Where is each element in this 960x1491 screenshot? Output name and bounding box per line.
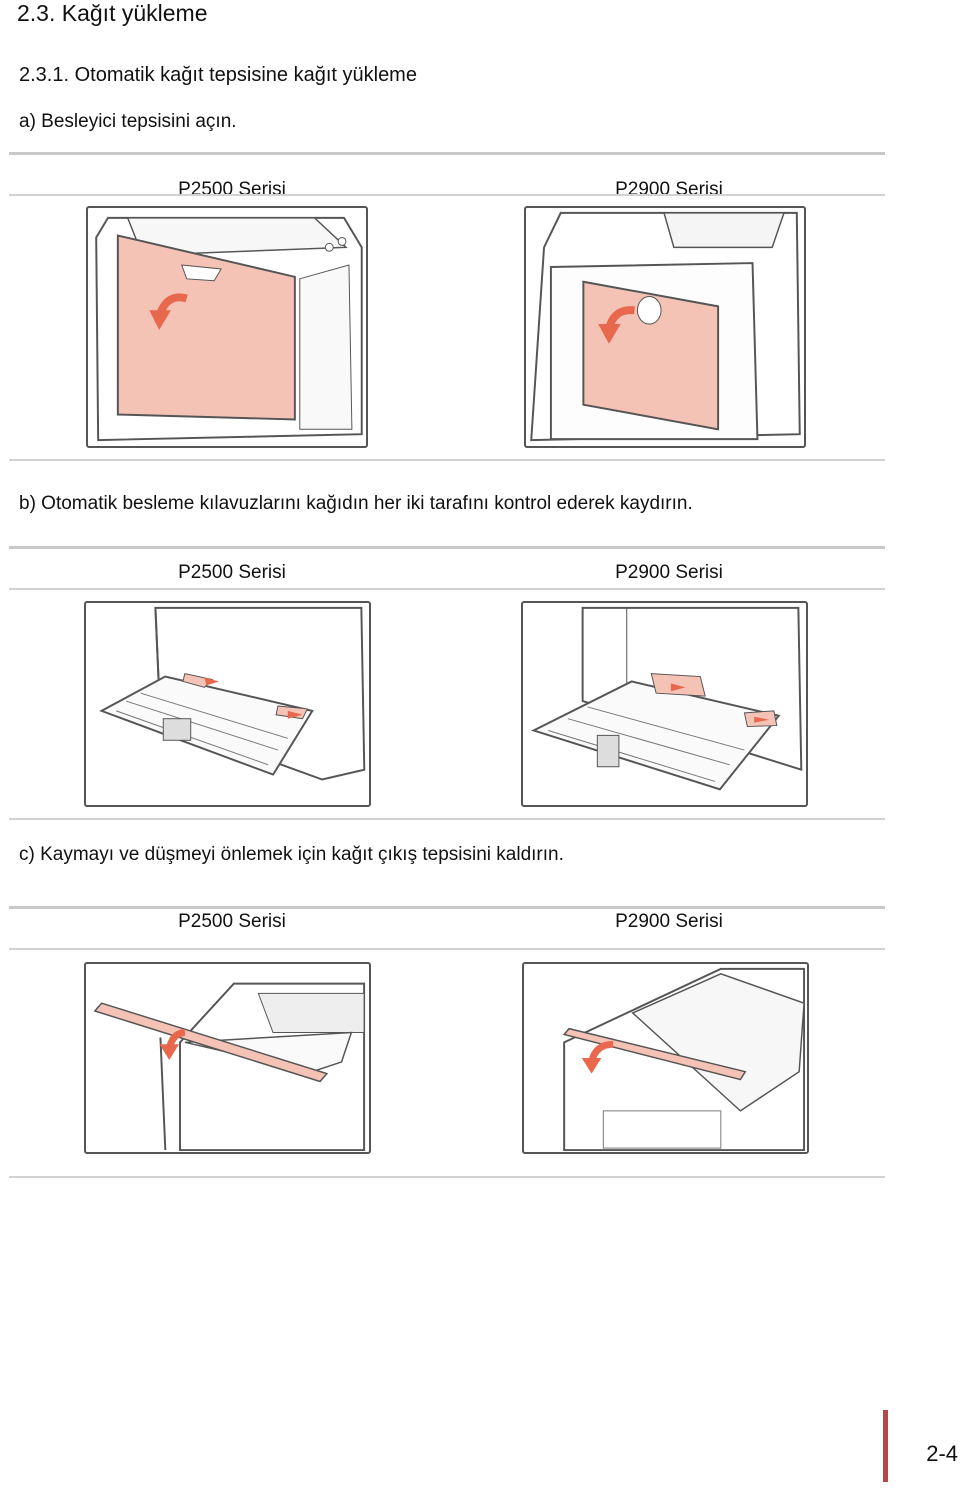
page-accent-bar: [883, 1410, 888, 1482]
step-a-p2900-image: [524, 206, 806, 448]
step-b-p2900-image: [521, 601, 808, 807]
table-top-rule: [9, 906, 885, 909]
step-a-left-label: P2500 Serisi: [178, 179, 286, 200]
table-top-rule: [9, 152, 885, 155]
step-a-p2500-image: [86, 206, 368, 448]
step-b-right-label: P2900 Serisi: [615, 562, 723, 583]
step-a-text: a) Besleyici tepsisini açın.: [19, 111, 237, 132]
table-bottom-rule: [9, 1176, 885, 1178]
step-c-right-label: P2900 Serisi: [615, 911, 723, 932]
step-b-left-label: P2500 Serisi: [178, 562, 286, 583]
table-bottom-rule: [9, 459, 885, 461]
step-b-p2500-image: [84, 601, 371, 807]
step-c-left-label: P2500 Serisi: [178, 911, 286, 932]
step-c-text: c) Kaymayı ve düşmeyi önlemek için kağıt…: [19, 844, 564, 865]
table-header-rule: [9, 948, 885, 950]
table-top-rule: [9, 546, 885, 549]
subsection-title: 2.3.1. Otomatik kağıt tepsisine kağıt yü…: [19, 64, 417, 86]
step-a-right-label: P2900 Serisi: [615, 179, 723, 200]
page-number: 2-4: [926, 1441, 958, 1466]
section-title: 2.3. Kağıt yükleme: [17, 0, 208, 26]
table-header-rule: [9, 194, 885, 196]
table-bottom-rule: [9, 818, 885, 820]
step-c-p2900-image: [522, 962, 809, 1154]
table-header-rule: [9, 588, 885, 590]
step-b-text: b) Otomatik besleme kılavuzlarını kağıdı…: [19, 493, 693, 514]
step-c-p2500-image: [84, 962, 371, 1154]
